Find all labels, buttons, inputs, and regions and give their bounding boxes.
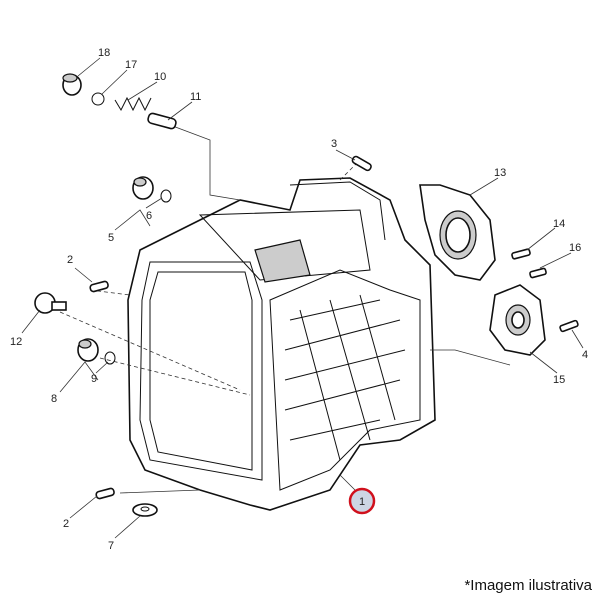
ring-part-17[interactable]: [91, 92, 105, 106]
plug-part-8[interactable]: [77, 338, 99, 362]
callout-2-lower: 2: [63, 518, 69, 530]
callout-1-highlighted[interactable]: 1: [348, 487, 376, 515]
bolt-part-16[interactable]: [529, 267, 547, 279]
callout-4: 4: [582, 349, 588, 361]
callout-12: 12: [10, 336, 22, 348]
pin-part-3[interactable]: [351, 155, 372, 172]
callout-18: 18: [98, 47, 110, 59]
washer-part-7[interactable]: [132, 503, 158, 517]
spring-part-10[interactable]: [114, 96, 152, 112]
callout-8: 8: [51, 393, 57, 405]
callout-11: 11: [190, 91, 201, 103]
gearbox-housing-part-1[interactable]: [127, 177, 436, 511]
cap-part-18[interactable]: [62, 73, 82, 96]
pin-part-11[interactable]: [147, 112, 177, 130]
ring-part-9[interactable]: [104, 351, 116, 365]
callout-5: 5: [108, 232, 114, 244]
ring-part-6[interactable]: [160, 189, 172, 203]
callout-10: 10: [154, 71, 166, 83]
callout-7: 7: [108, 540, 114, 552]
bolt-part-4[interactable]: [559, 319, 579, 333]
callout-17: 17: [125, 59, 137, 71]
callout-15: 15: [553, 374, 565, 386]
cover-part-15[interactable]: [489, 284, 546, 356]
cover-part-13[interactable]: [419, 184, 496, 281]
callout-3: 3: [331, 138, 337, 150]
plug-part-5[interactable]: [132, 176, 154, 200]
callout-2-upper: 2: [67, 254, 73, 266]
plug-part-12[interactable]: [34, 292, 67, 314]
callout-6: 6: [146, 210, 152, 222]
callout-9: 9: [91, 373, 97, 385]
pin-part-2-lower[interactable]: [95, 487, 115, 500]
pin-part-2-upper[interactable]: [89, 280, 109, 293]
bolt-part-14[interactable]: [511, 248, 531, 260]
callout-16: 16: [569, 242, 581, 254]
illustrative-image-note: *Imagem ilustrativa: [464, 577, 592, 594]
callout-13: 13: [494, 167, 506, 179]
callout-labels: 18 17 10 11 3 13 6 5 14 16 2 12 4 9 8 15…: [10, 47, 588, 552]
callout-1: 1: [359, 496, 365, 508]
callout-14: 14: [553, 218, 565, 230]
